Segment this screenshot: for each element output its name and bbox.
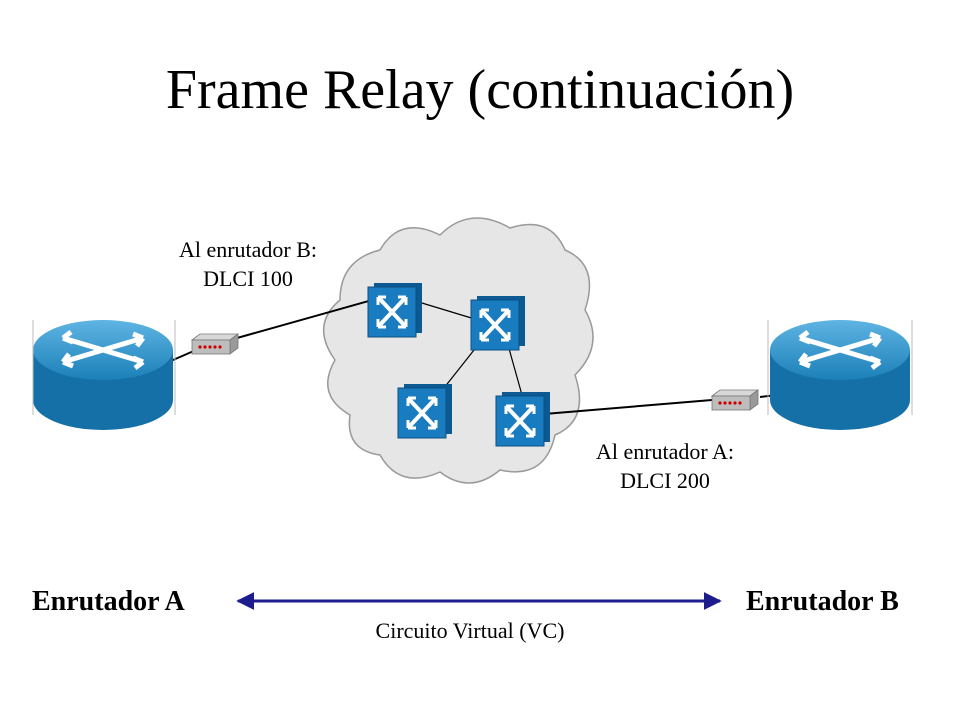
cloud-link-1 bbox=[411, 299, 479, 321]
dlci-label-router-a-line2: DLCI 200 bbox=[620, 468, 710, 493]
router-b-icon bbox=[770, 320, 910, 430]
dlci-label-router-a-line1: Al enrutador A: bbox=[595, 439, 735, 464]
dlci-label-router-b-line2: DLCI 100 bbox=[203, 266, 293, 291]
switch-icon-4 bbox=[494, 390, 552, 448]
csu-dsu-b-icon bbox=[711, 389, 759, 411]
csu-dsu-a-icon bbox=[191, 333, 239, 355]
dlci-label-router-a: Al enrutador A: DLCI 200 bbox=[565, 437, 765, 495]
switch-icon-3 bbox=[396, 382, 454, 440]
cloud-link-3 bbox=[507, 344, 523, 396]
switch-icon-2 bbox=[469, 294, 527, 352]
frame-relay-cloud bbox=[322, 217, 594, 484]
router-a-label: Enrutador A bbox=[32, 586, 185, 617]
access-link-b bbox=[531, 399, 713, 416]
switch-icon-1 bbox=[366, 281, 424, 339]
router-a-icon bbox=[33, 320, 173, 430]
router-b-label: Enrutador B bbox=[746, 586, 899, 617]
slide-title: Frame Relay (continuación) bbox=[165, 59, 795, 121]
virtual-circuit-label: Circuito Virtual (VC) bbox=[375, 618, 565, 643]
dlci-label-router-b-line1: Al enrutador B: bbox=[178, 237, 318, 262]
dlci-label-router-b: Al enrutador B: DLCI 100 bbox=[148, 235, 348, 293]
access-link-a-cloud bbox=[229, 294, 391, 341]
